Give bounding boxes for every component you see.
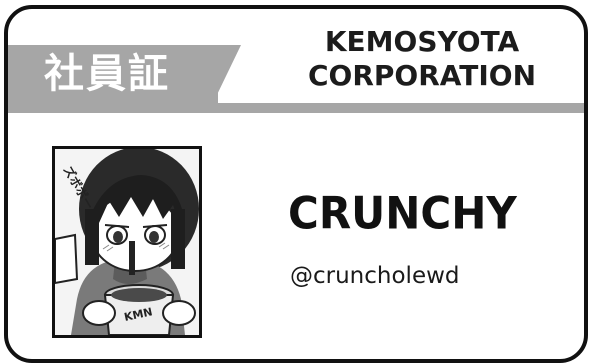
portrait-illustration: ズボボー KMN — [55, 149, 199, 335]
title-band — [8, 45, 218, 103]
company-name-line1: KEMOSYOTA — [324, 25, 520, 58]
header-divider-stripe — [8, 103, 584, 113]
title-band-tip — [213, 45, 241, 103]
employee-handle: @cruncholewd — [290, 263, 460, 289]
employee-id-label: 社員証 — [44, 51, 170, 97]
portrait-cup-text: KMN — [123, 305, 154, 324]
id-card: 社員証 KEMOSYOTA CORPORATION — [4, 5, 588, 363]
employee-name: CRUNCHY — [288, 187, 517, 240]
employee-portrait: ズボボー KMN — [52, 146, 202, 338]
company-name-line2: CORPORATION — [307, 59, 537, 92]
company-name: KEMOSYOTA CORPORATION — [280, 25, 564, 93]
